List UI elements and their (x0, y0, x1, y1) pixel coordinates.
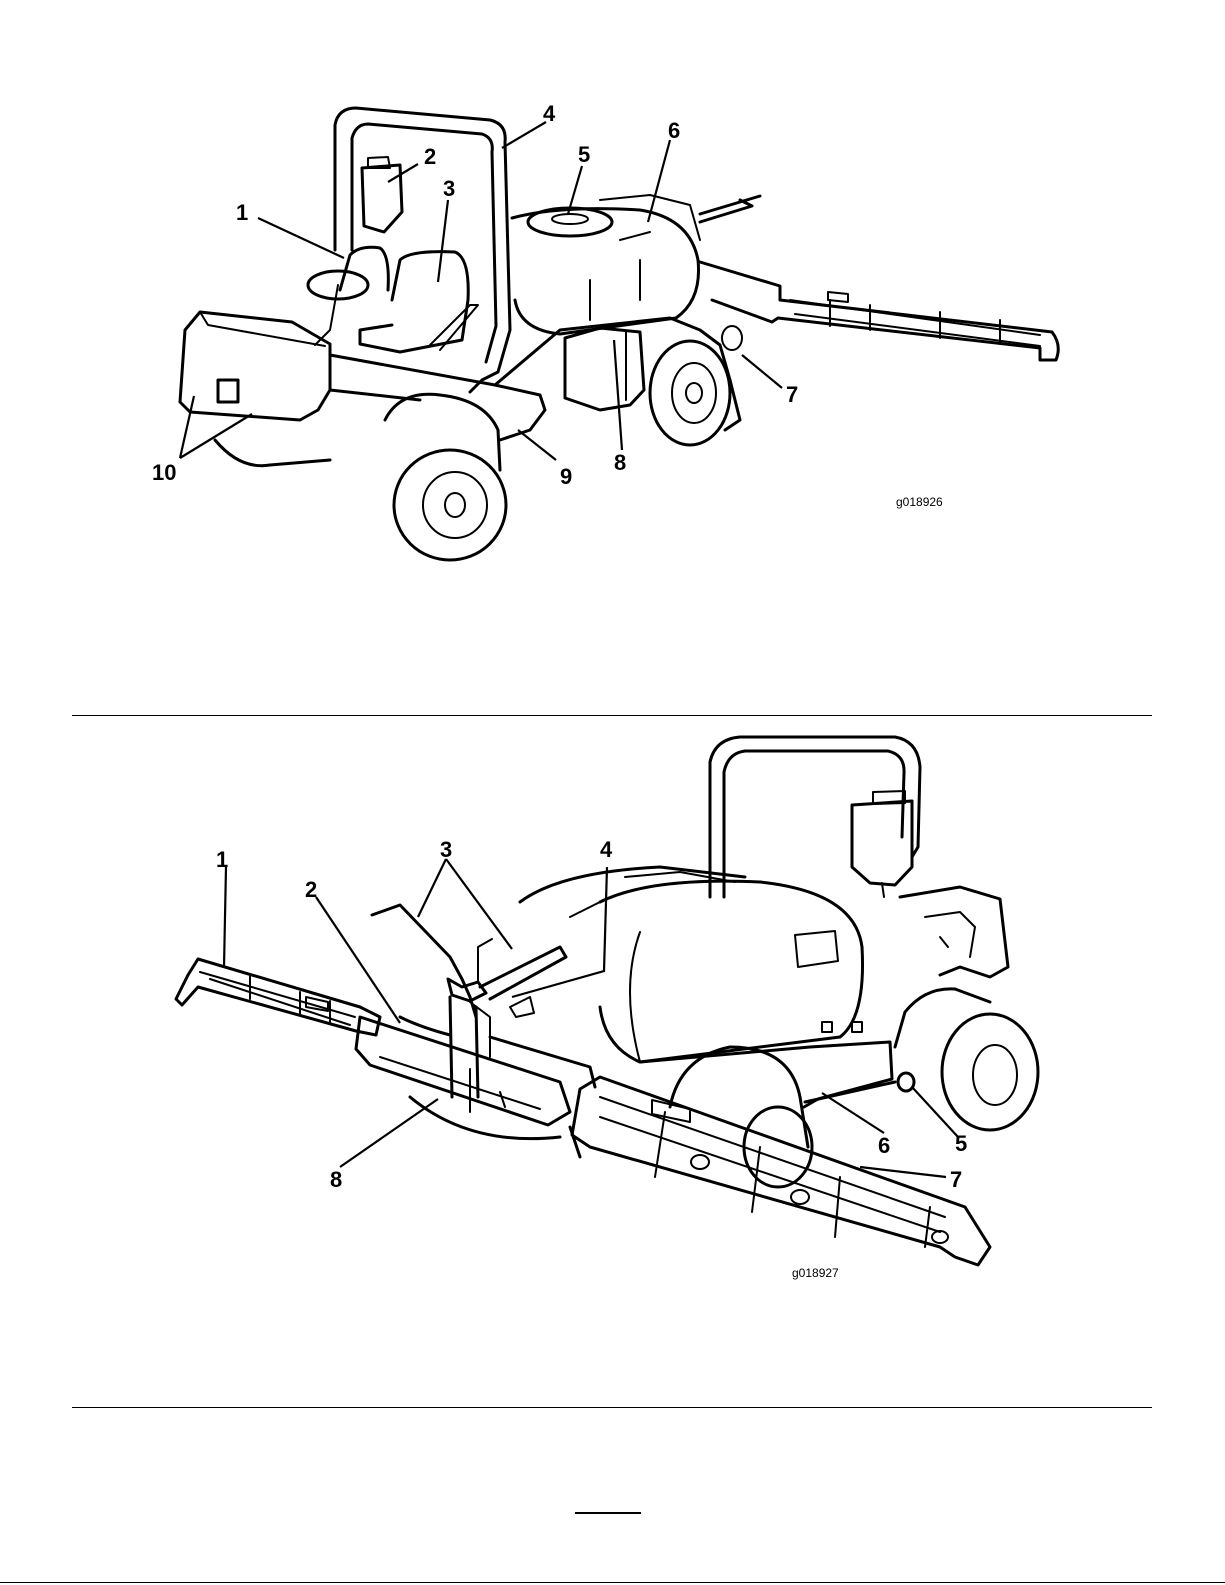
fig2-callout-1: 1 (216, 847, 228, 872)
tank-cover (528, 208, 612, 236)
fig2-callout-6: 6 (878, 1133, 890, 1158)
fig2-callout-3: 3 (440, 837, 452, 862)
fig1-callout-2: 2 (424, 144, 436, 169)
passenger-seat (340, 247, 388, 290)
main-spray-tank (600, 881, 863, 1062)
section-divider-1 (72, 715, 1152, 716)
fig2-callout-5: 5 (955, 1131, 967, 1156)
rear-wheel (942, 1014, 1038, 1130)
boom-lift-arm (372, 905, 476, 1017)
pump-assembly (725, 380, 740, 430)
fig1-callout-7: 7 (786, 382, 798, 407)
fig1-callout-6: 6 (668, 118, 680, 143)
fig1-callout-1: 1 (236, 200, 248, 225)
vehicle-body (180, 312, 330, 420)
fig2-callout-7: 7 (950, 1167, 962, 1192)
fig1-figure-code: g018926 (896, 495, 943, 509)
left-spray-boom (176, 959, 380, 1035)
drain-valve (898, 1073, 914, 1091)
main-spray-tank (512, 209, 699, 334)
fig1-callout-9: 9 (560, 464, 572, 489)
tank-side (565, 328, 644, 410)
rops-frame (710, 737, 920, 897)
figure-2-illustration: 1 2 3 4 5 6 7 8 g018927 (0, 717, 1225, 1407)
page-bottom-rule (0, 1582, 1225, 1583)
fig2-callout-4: 4 (600, 837, 613, 862)
taillight (218, 380, 238, 402)
figure-1-sprayer-rear-view: 1 2 3 4 5 6 7 8 9 10 g018926 (0, 0, 1225, 715)
front-wheel (744, 1107, 812, 1187)
boom-lift-arm-right (480, 947, 566, 999)
figure-2-sprayer-front-view: 1 2 3 4 5 6 7 8 g018927 (0, 717, 1225, 1407)
front-wheel (394, 450, 506, 560)
fig1-callout-10: 10 (152, 460, 176, 485)
fig2-callout-2: 2 (305, 877, 317, 902)
fig2-figure-code: g018927 (792, 1266, 839, 1280)
fig1-callout-3: 3 (443, 176, 455, 201)
side-tank-rail (640, 1042, 895, 1107)
fig1-callout-8: 8 (614, 450, 626, 475)
fig1-callout-4: 4 (543, 101, 556, 126)
fig1-callout-5: 5 (578, 142, 590, 167)
fig2-callout-8: 8 (330, 1167, 342, 1192)
figure-1-illustration: 1 2 3 4 5 6 7 8 9 10 g018926 (0, 0, 1225, 715)
page-number (575, 1512, 641, 1514)
right-spray-boom (700, 262, 1058, 360)
section-divider-2 (72, 1407, 1152, 1408)
rear-wheel (650, 341, 730, 445)
fresh-water-tank (362, 165, 402, 232)
